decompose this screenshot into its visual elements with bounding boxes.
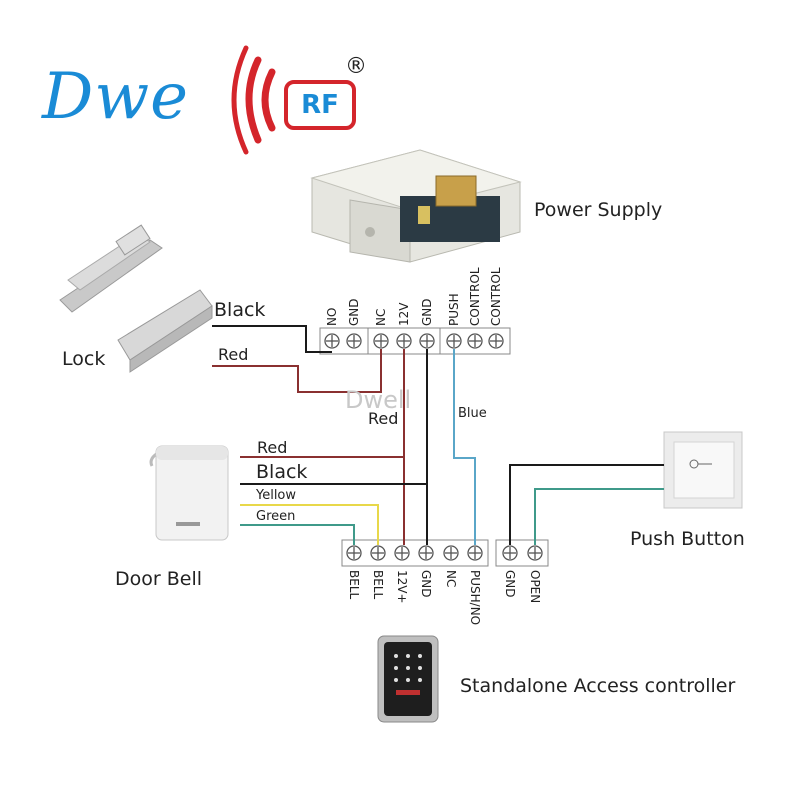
watermark: Dwell — [345, 386, 412, 414]
push-button-image — [663, 431, 743, 509]
wire-bell-green — [240, 524, 355, 545]
wire-label-bell-green: Green — [256, 509, 296, 524]
psu-terminal-label: CONTROL — [468, 267, 482, 326]
wire-label-bell-yellow: Yellow — [256, 488, 297, 503]
psu-terminal-label: GND — [347, 298, 361, 326]
ctrl-terminal-label: GND — [419, 570, 433, 598]
ctrl-terminal-label: NC — [444, 570, 458, 588]
ctrl-terminal-label: PUSH/NO — [468, 570, 482, 626]
power-supply-label: Power Supply — [534, 199, 663, 221]
wire-label-psu-blue: Blue — [458, 406, 487, 421]
wire-psu-push-blue — [453, 349, 476, 545]
psu-terminal-label: NC — [374, 308, 388, 326]
controller-label: Standalone Access controller — [460, 675, 736, 697]
magnetic-lock-image — [117, 289, 213, 373]
psu-terminal-label: CONTROL — [489, 267, 503, 326]
push-button-label: Push Button — [630, 528, 745, 550]
brand-logo: Dwe — [42, 60, 189, 134]
wire-label-bell-black: Black — [256, 461, 308, 483]
wire-button-black — [509, 464, 664, 545]
bolt-lock-image — [59, 224, 163, 313]
wire-label-psu-red: Red — [368, 409, 399, 428]
logo-wave-icon — [231, 45, 276, 155]
lock-label: Lock — [62, 348, 106, 370]
wire-label-lock-red: Red — [218, 345, 249, 364]
wire-label-bell-red: Red — [257, 438, 288, 457]
psu-terminal-block — [319, 327, 511, 355]
wire-label-lock-black: Black — [214, 299, 266, 321]
rf-badge: RF — [284, 80, 356, 130]
access-controller-image — [377, 635, 439, 723]
registered-mark: ® — [345, 54, 367, 79]
power-supply-image — [310, 149, 522, 263]
door-bell-label: Door Bell — [115, 568, 203, 590]
psu-terminal-label: 12V — [397, 302, 411, 326]
psu-terminal-label: GND — [420, 298, 434, 326]
ctrl-terminal-label: 12V+ — [395, 570, 409, 604]
ctrl-terminal-label: BELL — [371, 570, 385, 600]
wire-lock-black — [212, 325, 332, 353]
wire-bell-yellow — [240, 504, 379, 545]
controller-terminal-block — [341, 539, 549, 567]
psu-terminal-label: PUSH — [447, 293, 461, 326]
psu-terminal-label: NO — [325, 307, 339, 326]
ctrl-terminal-label: OPEN — [528, 570, 542, 604]
ctrl-terminal-label: BELL — [347, 570, 361, 600]
wire-button-green — [534, 488, 664, 545]
door-bell-image — [149, 445, 229, 541]
ctrl-terminal-label: GND — [503, 570, 517, 598]
wire-lock-red — [212, 349, 382, 393]
